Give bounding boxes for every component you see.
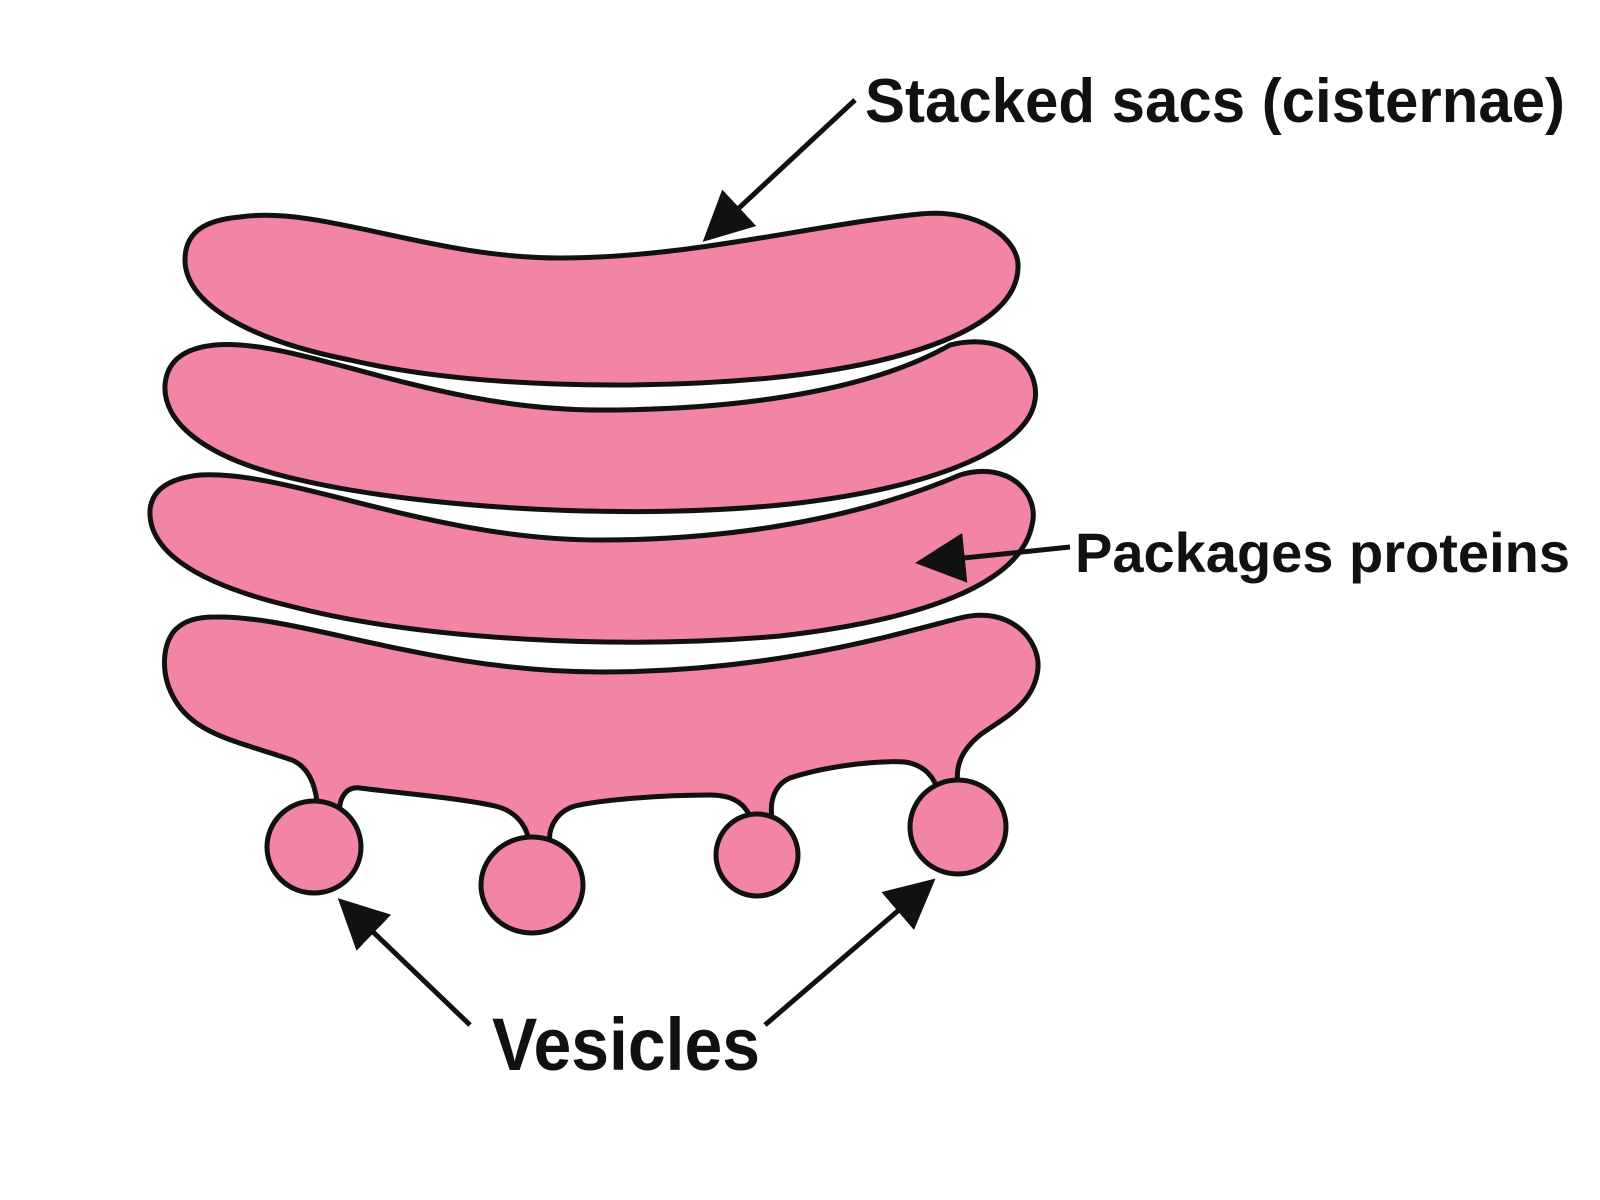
arrows <box>337 98 1071 1027</box>
arrow-vesicles-right <box>763 878 936 1027</box>
arrow-vesicles-left <box>337 898 472 1027</box>
cisterna-1 <box>182 210 1021 388</box>
label-vesicles: Vesicles <box>492 1003 760 1086</box>
vesicle-2 <box>478 834 586 936</box>
vesicle-3 <box>713 811 801 899</box>
vesicle-4 <box>907 777 1009 877</box>
cisterna-3 <box>147 468 1036 645</box>
label-packages-proteins: Packages proteins <box>1075 521 1570 584</box>
cisterna-2 <box>162 339 1039 515</box>
vesicle-1 <box>264 798 364 896</box>
label-stacked-sacs: Stacked sacs (cisternae) <box>865 67 1565 136</box>
arrow-stacked-sacs <box>702 98 857 242</box>
cisternae-stack <box>147 210 1041 936</box>
arrow-packages-proteins <box>915 533 1071 583</box>
